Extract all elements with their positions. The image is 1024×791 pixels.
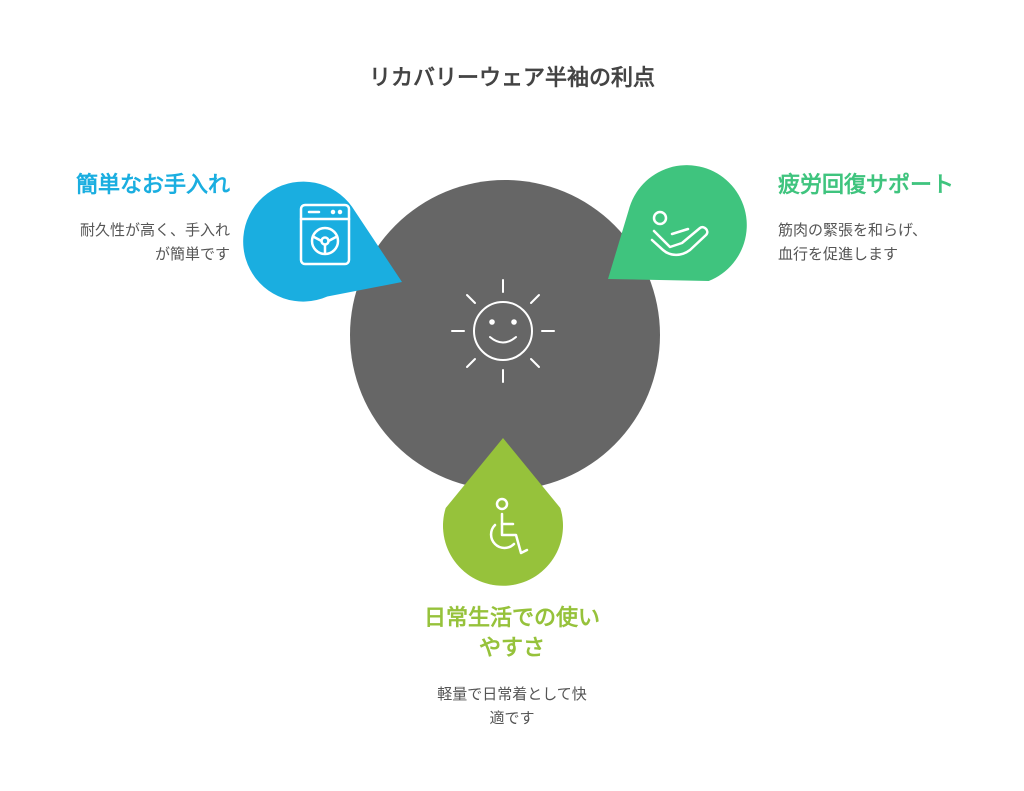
description-fatigue-recovery-line-2: 血行を促進します [778, 245, 899, 263]
description-daily-use-line-2: 適です [489, 709, 535, 727]
heading-daily-use: 日常生活での使い やすさ [362, 604, 662, 664]
description-easy-care-line-2: が簡単です [154, 245, 230, 263]
lime-drop [443, 438, 563, 586]
green-drop [608, 165, 747, 281]
wheelchair-icon [489, 497, 529, 555]
heading-fatigue-recovery-line-1: 疲労回復サポート [778, 173, 955, 198]
washing-machine-icon [299, 203, 351, 266]
description-daily-use-line-1: 軽量で日常着として快 [437, 685, 587, 703]
description-easy-care-line-1: 耐久性が高く、手入れ [79, 221, 230, 239]
center-circle [350, 180, 660, 490]
description-fatigue-recovery-line-1: 筋肉の緊張を和らげ、 [778, 221, 927, 239]
heading-easy-care: 簡単なお手入れ [76, 171, 230, 201]
description-fatigue-recovery: 筋肉の緊張を和らげ、 血行を促進します [778, 218, 927, 266]
smiling-sun-icon [451, 279, 555, 383]
heading-fatigue-recovery: 疲労回復サポート [778, 171, 954, 201]
heading-daily-use-line-2: やすさ [478, 636, 545, 661]
heading-easy-care-line-1: 簡単なお手入れ [75, 173, 230, 198]
relaxing-person-icon [650, 210, 709, 257]
heading-daily-use-line-1: 日常生活での使い [423, 606, 600, 631]
description-easy-care: 耐久性が高く、手入れ が簡単です [80, 218, 230, 266]
diagram-title: リカバリーウェア半袖の利点 [368, 66, 655, 91]
description-daily-use: 軽量で日常着として快 適です [362, 682, 662, 730]
